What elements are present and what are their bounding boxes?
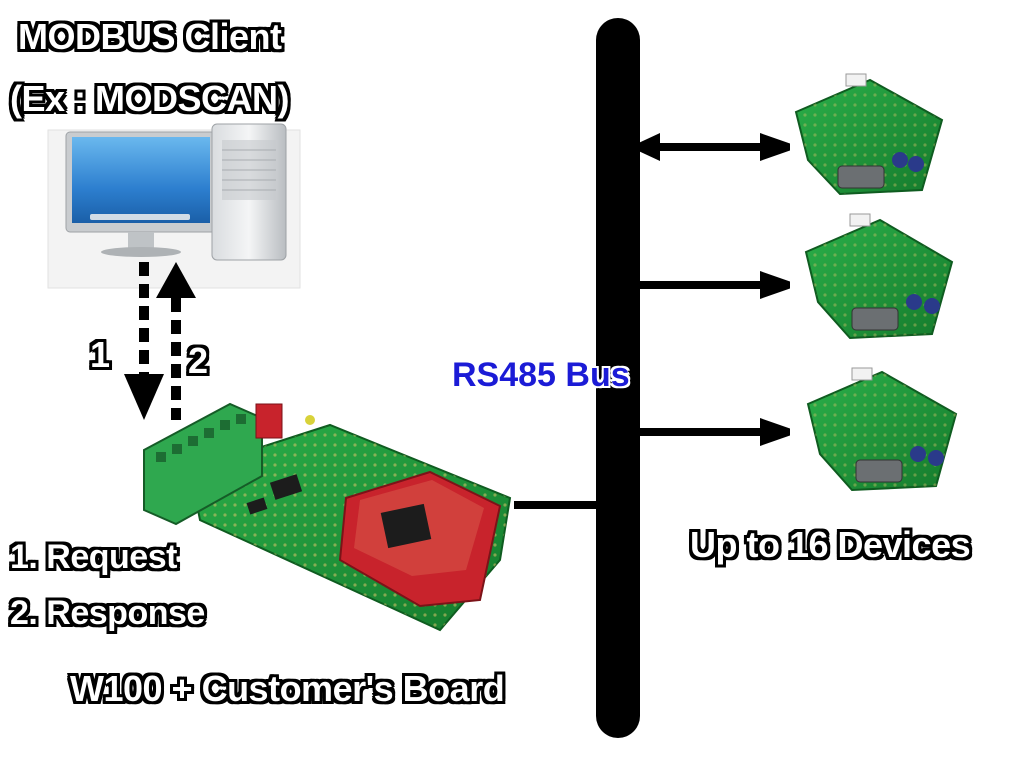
legend-response: 2. Response [10, 594, 205, 632]
legend-request: 1. Request [10, 538, 177, 576]
request-arrow [124, 262, 164, 420]
client-title: MODBUS Client [18, 16, 282, 57]
client-subtitle: (Ex : MODSCAN) [10, 78, 290, 119]
device-board-1 [790, 70, 946, 198]
device-arrow-2 [640, 271, 800, 299]
device-board-3 [790, 362, 966, 500]
devices-label: Up to 16 Devices [690, 524, 971, 565]
device-arrow-3 [640, 418, 800, 446]
w100-board-image [143, 402, 512, 632]
device-board-2 [790, 208, 962, 346]
board-label: W100 + Customer's Board [70, 668, 505, 709]
response-arrow [156, 262, 196, 420]
step-2-label: 2 [188, 340, 208, 381]
rs485-bus-label: RS485 Bus [452, 356, 630, 394]
step-1-label: 1 [90, 334, 110, 375]
computer-icon [47, 123, 301, 289]
device-arrow-1 [630, 133, 800, 161]
